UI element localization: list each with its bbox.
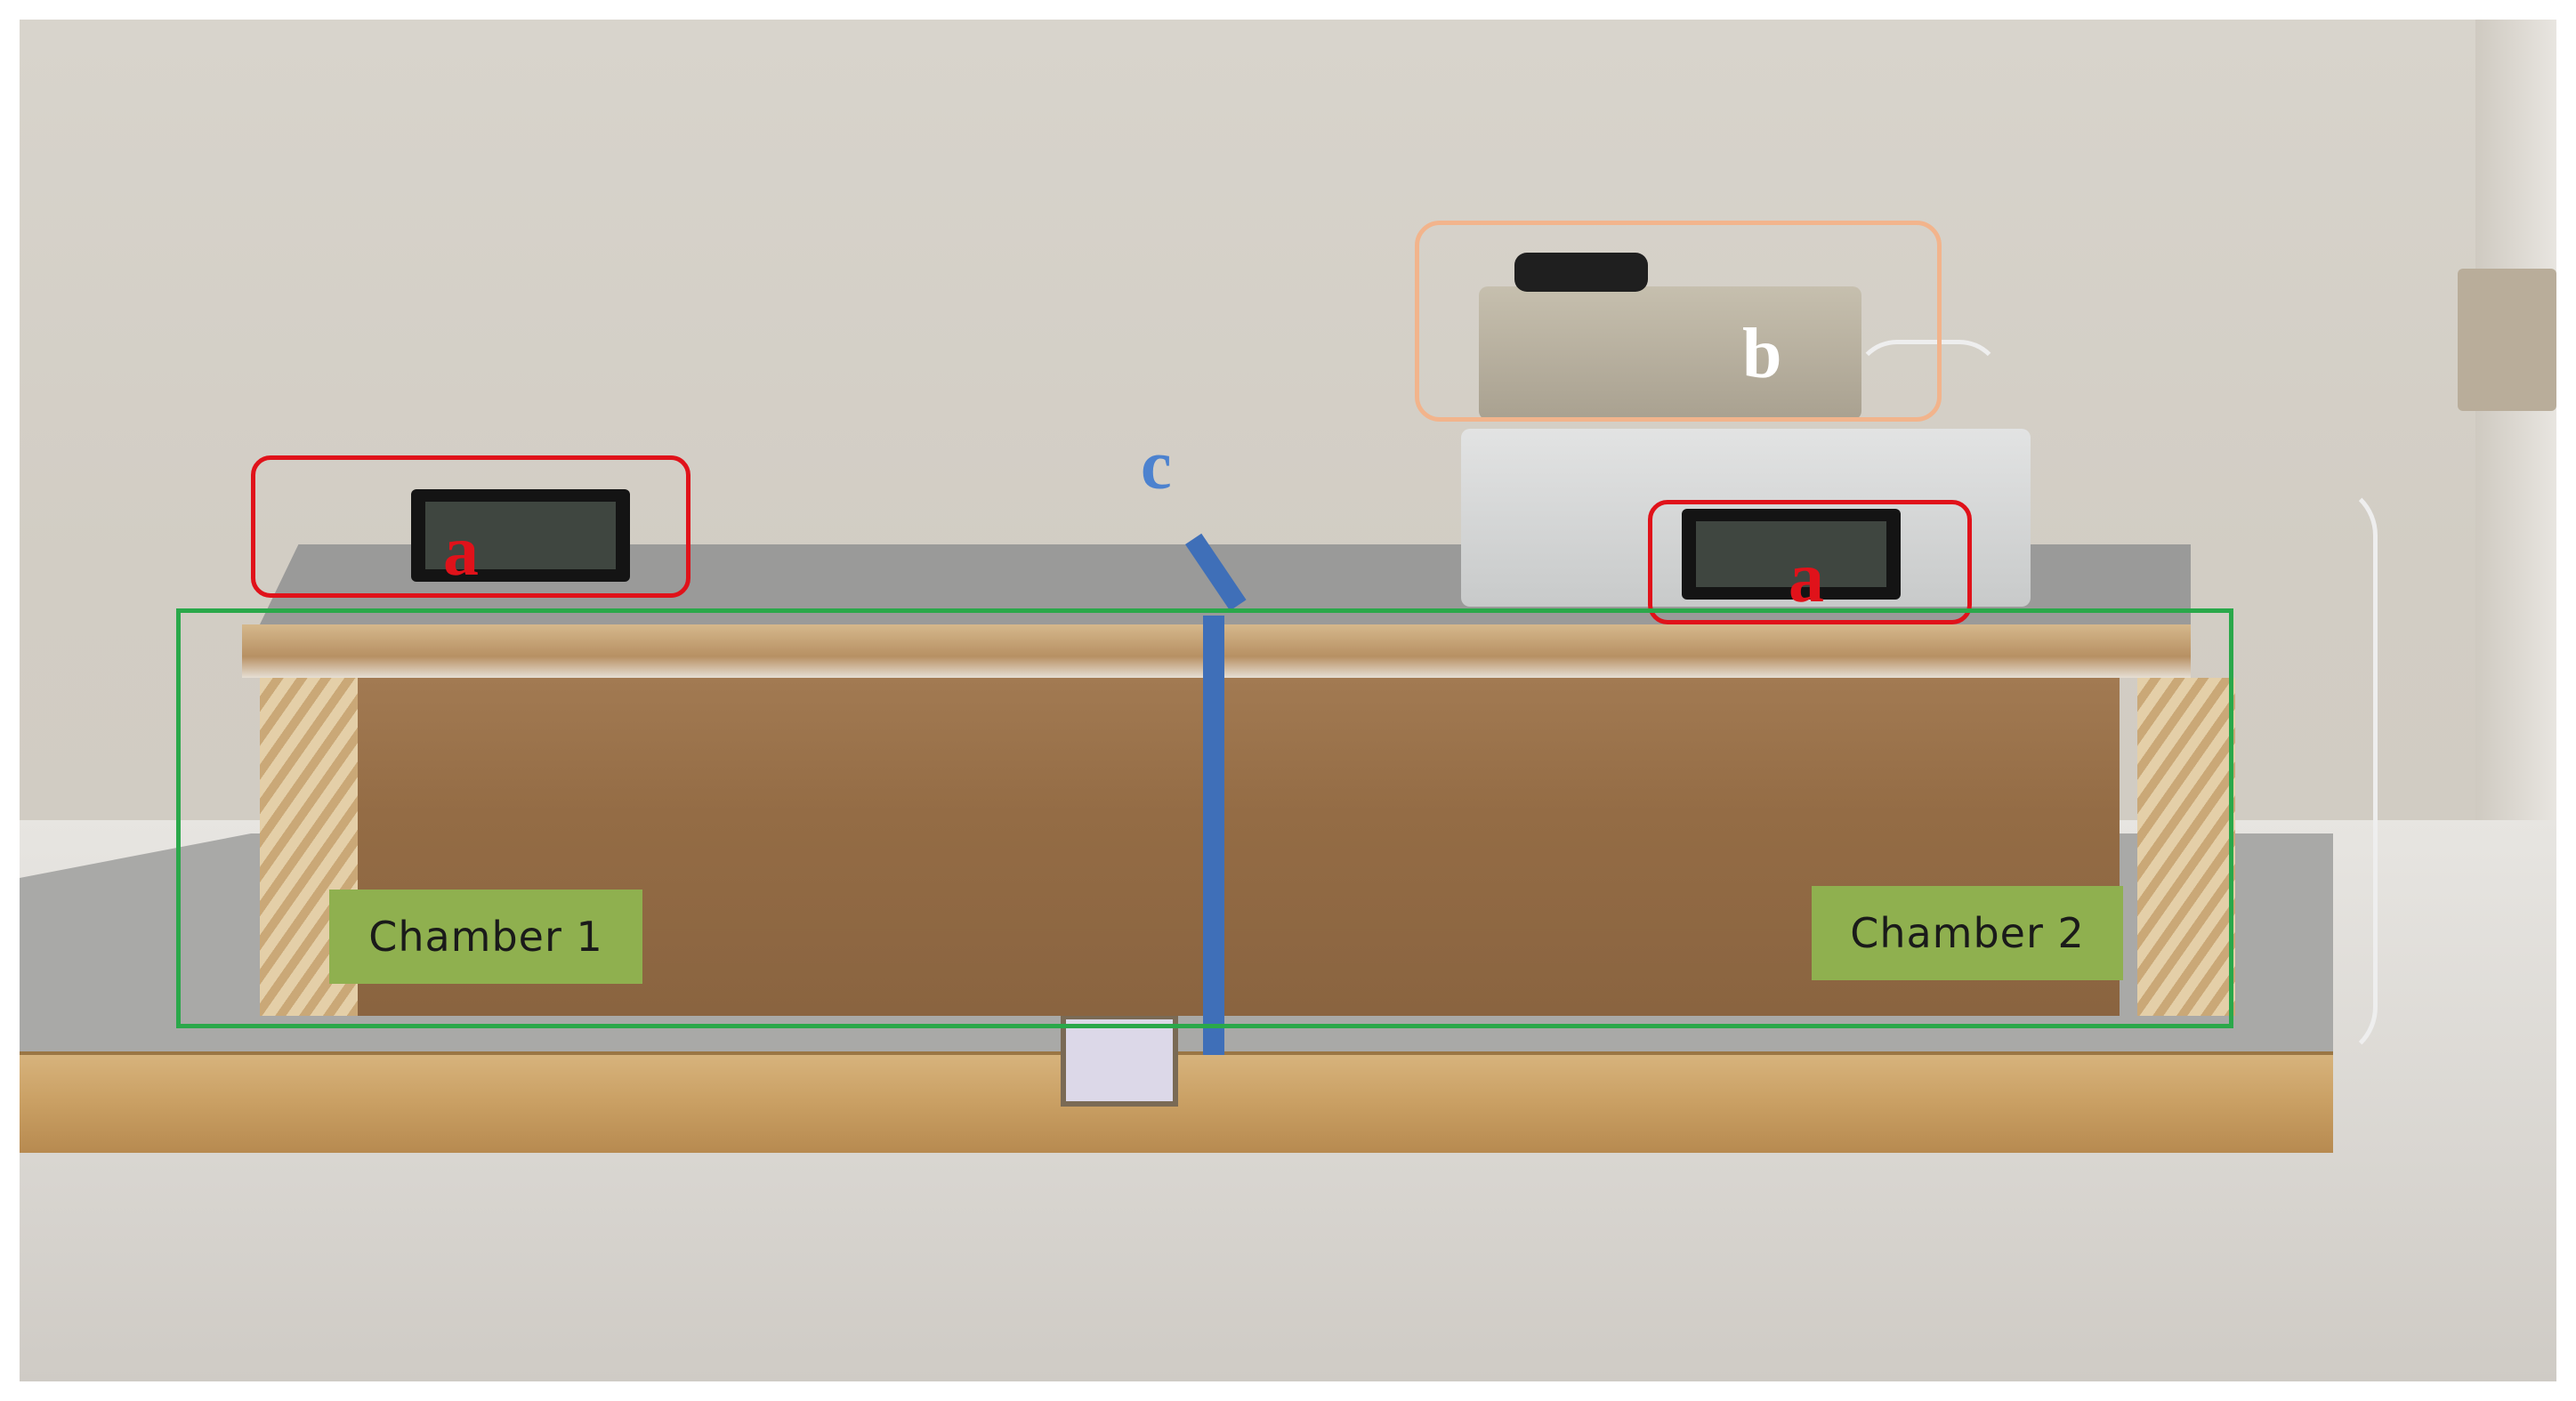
thermometer-display bbox=[1696, 521, 1886, 587]
divider-plate bbox=[1203, 616, 1224, 1055]
thermometer-right-highlight bbox=[1648, 500, 1972, 624]
chamber-1-label: Chamber 1 bbox=[329, 890, 642, 984]
label-a-right: a bbox=[1789, 539, 1824, 617]
controller-knob bbox=[1514, 253, 1648, 292]
cable bbox=[2013, 482, 2378, 1060]
wall-object bbox=[2458, 269, 2556, 411]
box-corner-post-right bbox=[2137, 678, 2235, 1016]
thermometer-right bbox=[1682, 509, 1901, 600]
label-b: b bbox=[1742, 315, 1782, 393]
chambers-highlight bbox=[176, 608, 2233, 1028]
chamber-2-label: Chamber 2 bbox=[1812, 886, 2123, 980]
label-c: c bbox=[1141, 426, 1172, 503]
temperature-controller bbox=[1479, 286, 1861, 420]
cable bbox=[1853, 340, 2004, 429]
controller-highlight bbox=[1415, 221, 1942, 422]
label-a-left: a bbox=[443, 512, 479, 591]
vent-notch bbox=[1061, 1014, 1178, 1107]
thermometer-left bbox=[411, 489, 630, 582]
thermometer-display bbox=[425, 502, 616, 569]
thermometer-left-highlight bbox=[251, 455, 690, 598]
wall-edge bbox=[2475, 20, 2556, 820]
